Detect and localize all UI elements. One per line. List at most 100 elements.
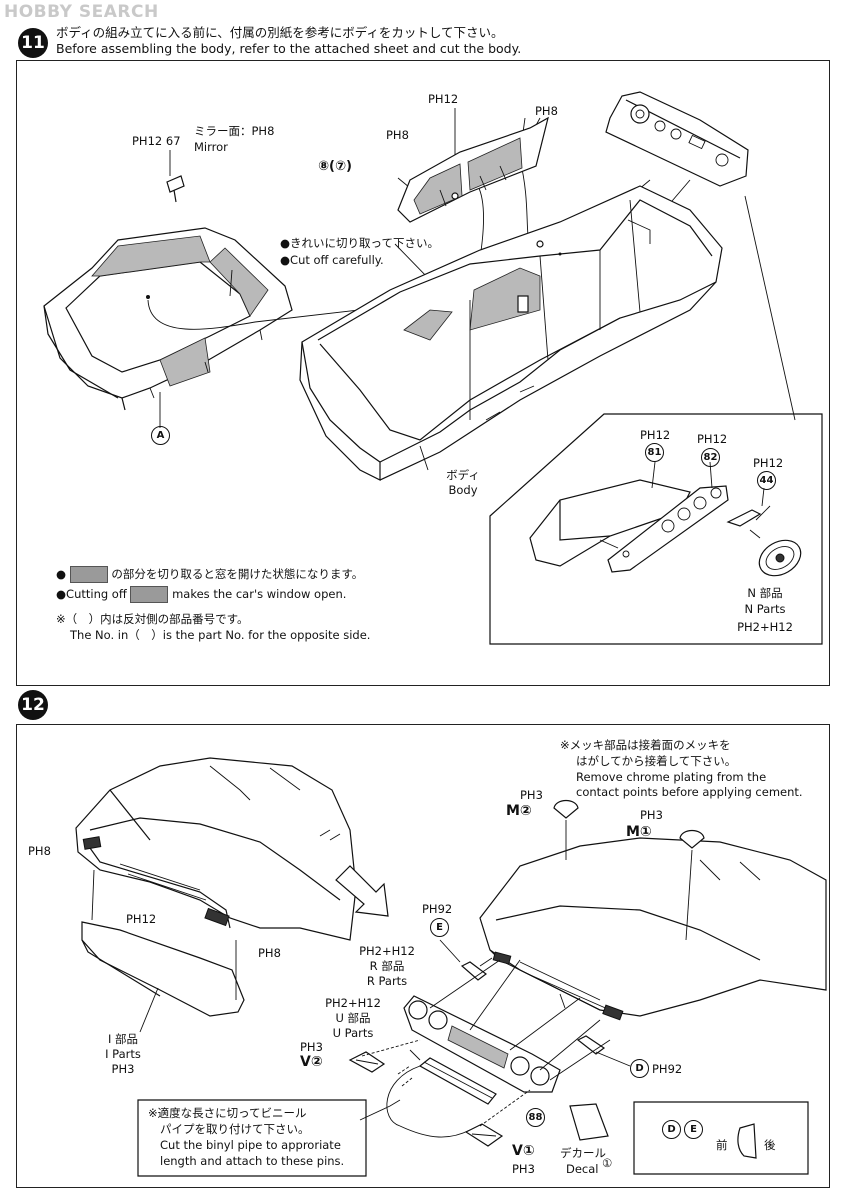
label-part-88: 88 — [526, 1108, 545, 1127]
label-decal-num: ① — [602, 1156, 613, 1170]
label-part-81: 81 — [645, 443, 664, 462]
lamp-v1 — [464, 1123, 504, 1147]
label-ph8-left: PH8 — [386, 128, 409, 142]
legend-d: D — [662, 1120, 681, 1139]
label-cut-en: ●Cut off carefully. — [280, 253, 384, 267]
label-v1: V① — [512, 1143, 535, 1159]
note-opposite-jp: ※（ ）内は反対側の部品番号です。 — [56, 612, 249, 626]
mirror-m2 — [553, 799, 579, 819]
step-11-instruction-jp: ボディの組み立てに入る前に、付属の別紙を参考にボディをカットして下さい。 — [56, 25, 504, 40]
legend-front: 前 — [716, 1138, 728, 1152]
note-opposite-en: The No. in（ ）is the part No. for the opp… — [70, 628, 371, 642]
label-m2: M② — [506, 803, 532, 819]
label-u-jp: U 部品 — [335, 1011, 371, 1025]
label-part-82: 82 — [701, 448, 720, 467]
label-ph8-a: PH8 — [28, 844, 51, 858]
dashboard-part — [605, 91, 749, 187]
note-window-jp-bullet: ● — [56, 567, 67, 581]
step-11-instruction-en: Before assembling the body, refer to the… — [56, 41, 522, 56]
label-e: E — [430, 918, 449, 937]
label-d: D — [630, 1059, 649, 1078]
pipe-note-jp1: ※適度な長さに切ってビニール — [148, 1106, 307, 1120]
legend-e: E — [684, 1120, 703, 1139]
label-ph8-top-right: PH8 — [535, 104, 558, 118]
label-n-parts-en: N Parts — [744, 602, 786, 616]
label-ph12-grille: PH12 — [126, 912, 157, 926]
mirror-piece — [166, 175, 185, 203]
gray-cutout-swatch-en — [130, 586, 169, 603]
label-mirror-en: Mirror — [194, 140, 228, 154]
label-n-parts-jp: N 部品 — [747, 586, 783, 600]
label-m1: M① — [626, 824, 652, 840]
label-decal-jp: デカール — [560, 1146, 606, 1160]
step-12-panel — [16, 724, 830, 1188]
label-r-en: R Parts — [366, 974, 408, 988]
chrome-note-jp2: はがしてから接着して下さい。 — [576, 754, 737, 768]
label-v2: V② — [300, 1054, 323, 1070]
label-decal-en: Decal — [566, 1162, 599, 1176]
label-cut-jp: ●きれいに切り取って下さい。 — [280, 236, 439, 250]
decal-88 — [569, 1103, 609, 1141]
pipe-note-en1: Cut the binyl pipe to approriate — [160, 1138, 341, 1152]
note-window-en-text: makes the car's window open. — [172, 587, 347, 601]
label-u-en: U Parts — [332, 1026, 374, 1040]
label-inset-ph12-81: PH12 — [640, 428, 671, 442]
lamp-v2 — [348, 1051, 386, 1073]
note-window-en-prefix: ●Cutting off — [56, 587, 127, 601]
label-m2-color: PH3 — [520, 788, 543, 802]
chrome-note-en2: contact points before applying cement. — [576, 785, 803, 799]
label-d-color: PH92 — [652, 1062, 683, 1076]
label-m1-color: PH3 — [640, 808, 663, 822]
note-window-jp: ● の部分を切り取ると窓を開けた状態になります。 — [56, 566, 363, 583]
inset-steering-wheel — [758, 539, 802, 577]
label-ph8-b: PH8 — [258, 946, 281, 960]
label-body-jp: ボディ — [446, 468, 480, 482]
pipe-note-en2: length and attach to these pins. — [160, 1154, 345, 1168]
grille-r-parts — [403, 995, 561, 1093]
label-r-color: PH2+H12 — [359, 944, 415, 958]
inset-column-part-44 — [726, 505, 771, 539]
label-part-8-7: ⑧(⑦) — [318, 159, 352, 174]
label-u-color: PH2+H12 — [325, 996, 381, 1010]
label-inset-ph12-82: PH12 — [697, 432, 728, 446]
note-window-en: ●Cutting off makes the car's window open… — [56, 586, 346, 603]
label-i-parts-color: PH3 — [111, 1062, 135, 1076]
label-inset-ph12-44: PH12 — [753, 456, 784, 470]
left-car-front — [75, 757, 357, 941]
lamp-d — [576, 1035, 606, 1055]
note-window-jp-text: の部分を切り取ると窓を開けた状態になります。 — [111, 567, 364, 581]
label-body-en: Body — [448, 483, 478, 497]
legend-lamp-icon — [737, 1123, 757, 1159]
left-bumper-i-parts — [81, 921, 245, 1017]
step-11-number: 11 — [18, 28, 48, 58]
site-logo: HOBBY SEARCH — [4, 2, 159, 22]
gray-cutout-swatch — [69, 566, 108, 583]
label-ph12-67: PH12 67 — [132, 134, 181, 148]
legend-back: 後 — [764, 1138, 776, 1152]
label-part-44: 44 — [757, 471, 776, 490]
label-e-color: PH92 — [422, 902, 453, 916]
chrome-note-jp1: ※メッキ部品は接着面のメッキを — [560, 738, 731, 752]
label-i-parts-en: I Parts — [105, 1047, 141, 1061]
label-r-jp: R 部品 — [369, 959, 405, 973]
lamp-e — [460, 961, 487, 981]
right-car-front — [479, 837, 827, 1021]
direction-arrow — [335, 865, 389, 917]
inset-dash-part-82 — [607, 485, 729, 573]
label-v1-color: PH3 — [512, 1162, 535, 1176]
label-i-parts-jp: I 部品 — [107, 1032, 139, 1046]
step-12-number: 12 — [18, 690, 48, 720]
mirror-m1 — [679, 829, 705, 849]
pipe-u-parts — [386, 1049, 497, 1138]
car-body — [299, 185, 723, 481]
label-n-parts-color: PH2+H12 — [737, 620, 793, 634]
pipe-note-jp2: パイプを取り付けて下さい。 — [160, 1122, 310, 1136]
label-mirror-jp: ミラー面：PH8 — [194, 124, 275, 138]
label-ph12-top: PH12 — [428, 92, 459, 106]
label-part-a: A — [151, 426, 170, 445]
step-11-panel — [16, 60, 830, 686]
chrome-note-en1: Remove chrome plating from the — [576, 770, 767, 784]
door-panel-part-8 — [397, 116, 549, 223]
